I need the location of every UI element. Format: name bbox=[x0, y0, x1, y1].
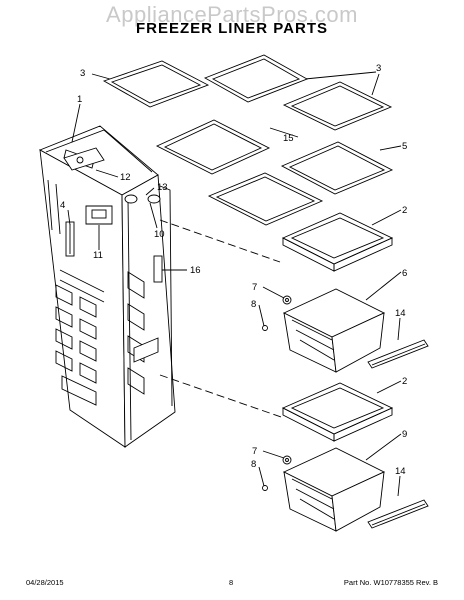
framed-shelf-upper[interactable] bbox=[281, 212, 394, 272]
glass-shelf-lower[interactable] bbox=[207, 172, 324, 226]
freezer-liner[interactable] bbox=[38, 125, 176, 448]
vent-cover-16[interactable] bbox=[153, 255, 163, 283]
callout-7-lower: 7 bbox=[252, 446, 257, 457]
screw-upper[interactable] bbox=[262, 325, 268, 331]
glass-shelf-5[interactable] bbox=[280, 141, 394, 195]
glass-shelf-top-left[interactable] bbox=[102, 60, 210, 108]
screw-lower[interactable] bbox=[262, 485, 268, 491]
callout-7-upper: 7 bbox=[252, 282, 257, 293]
callout-6: 6 bbox=[402, 268, 407, 279]
callout-1: 1 bbox=[77, 94, 82, 105]
freezer-pan-9[interactable] bbox=[282, 447, 386, 532]
callout-11: 11 bbox=[93, 250, 103, 261]
callout-2-lower: 2 bbox=[402, 376, 407, 387]
callout-3-left: 3 bbox=[80, 68, 85, 79]
callout-14-upper: 14 bbox=[395, 308, 406, 319]
glass-shelf-top-right[interactable] bbox=[282, 81, 393, 131]
callout-5: 5 bbox=[402, 141, 407, 152]
page-title: FREEZER LINER PARTS bbox=[135, 20, 329, 37]
callout-13: 13 bbox=[157, 182, 168, 193]
pan-slide-upper[interactable] bbox=[367, 339, 429, 369]
liner-clip-12[interactable] bbox=[63, 147, 105, 171]
framed-shelf-lower[interactable] bbox=[281, 382, 394, 442]
callout-2-upper: 2 bbox=[402, 205, 407, 216]
freezer-pan-6[interactable] bbox=[282, 288, 386, 373]
callout-9: 9 bbox=[402, 429, 407, 440]
pan-bumper-lower[interactable] bbox=[282, 455, 292, 465]
callout-8-upper: 8 bbox=[251, 299, 256, 310]
callout-8-lower: 8 bbox=[251, 459, 256, 470]
light-housing-13[interactable] bbox=[124, 194, 161, 204]
callout-16: 16 bbox=[190, 265, 201, 276]
glass-shelf-top-center[interactable] bbox=[203, 54, 309, 103]
callout-4: 4 bbox=[60, 200, 65, 211]
pan-bumper-upper[interactable] bbox=[282, 295, 292, 305]
callout-10: 10 bbox=[154, 229, 165, 240]
footer-date: 04/28/2015 bbox=[26, 578, 64, 587]
footer-part-number: Part No. W10778355 Rev. B bbox=[343, 578, 438, 587]
glass-shelf-15[interactable] bbox=[155, 119, 271, 175]
damper-rod-4[interactable] bbox=[65, 221, 75, 257]
pan-slide-lower[interactable] bbox=[367, 499, 429, 529]
callout-14-lower: 14 bbox=[395, 466, 406, 477]
ice-bin-guide-11[interactable] bbox=[85, 205, 113, 225]
callout-labels: 1 3 3 15 5 2 6 12 13 10 4 11 16 7 8 14 2… bbox=[60, 63, 407, 477]
callout-15: 15 bbox=[283, 133, 294, 144]
callout-12: 12 bbox=[120, 172, 131, 183]
callout-3-right: 3 bbox=[376, 63, 381, 74]
footer-page-number: 8 bbox=[229, 578, 234, 587]
watermark: AppliancePartsPros.com bbox=[106, 2, 358, 27]
